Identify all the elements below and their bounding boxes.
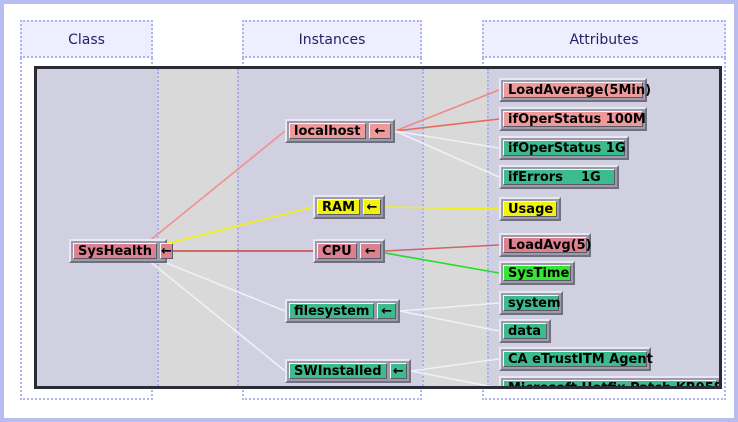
instance-node-localhost[interactable]: localhost← [285, 119, 395, 143]
attribute-label-caetrustitm: CA eTrustITM Agent [503, 351, 653, 367]
attribute-node-iferrors1g[interactable]: ifErrors 1G [499, 165, 619, 189]
class-node-syshealth[interactable]: SysHealth← [69, 239, 173, 263]
attribute-node-loadavg5[interactable]: LoadAvg(5) [499, 233, 592, 257]
attribute-node-caetrustitm[interactable]: CA eTrustITM Agent [499, 347, 653, 371]
expand-left-arrow-icon-syshealth[interactable]: ← [159, 243, 173, 259]
instance-label-filesystem: filesystem [289, 303, 375, 319]
column-header-attributes: Attributes [482, 20, 726, 58]
attribute-node-systime[interactable]: SysTime [499, 261, 575, 285]
attribute-label-loadavg5: LoadAvg(5) [503, 237, 592, 253]
expand-left-arrow-icon-localhost[interactable]: ← [369, 123, 391, 139]
expand-left-arrow-icon-swinstalled[interactable]: ← [389, 363, 407, 379]
column-header-instances: Instances [242, 20, 422, 58]
guide-line-2 [422, 69, 426, 386]
attribute-label-data: data [503, 323, 547, 339]
guide-line-3 [487, 69, 491, 386]
attribute-label-loadaverage5min: LoadAverage(5Min) [503, 82, 651, 98]
instance-label-swinstalled: SWInstalled [289, 363, 387, 379]
attribute-node-mshotfix[interactable]: Microsoft Hotfix Patch KB958644 [499, 376, 719, 386]
attribute-label-system: system [503, 295, 561, 311]
canvas-band-0 [157, 69, 237, 386]
guide-line-1 [237, 69, 241, 386]
instance-label-cpu: CPU [317, 243, 357, 259]
instance-label-localhost: localhost [289, 123, 366, 139]
attribute-label-ifoperstatus100m: ifOperStatus 100M [503, 111, 646, 127]
expand-left-arrow-icon-filesystem[interactable]: ← [377, 303, 396, 319]
expand-left-arrow-icon-cpu[interactable]: ← [359, 243, 381, 259]
attribute-label-mshotfix: Microsoft Hotfix Patch KB958644 [503, 380, 719, 386]
instance-node-cpu[interactable]: CPU← [313, 239, 385, 263]
instance-node-ram[interactable]: RAM← [313, 195, 385, 219]
expand-left-arrow-icon-ram[interactable]: ← [363, 199, 381, 215]
attribute-node-ifoperstatus1g[interactable]: ifOperStatus 1G [499, 136, 629, 160]
class-label-syshealth: SysHealth [73, 243, 157, 259]
instance-node-swinstalled[interactable]: SWInstalled← [285, 359, 411, 383]
attribute-node-usage[interactable]: Usage [499, 197, 561, 221]
attribute-node-system[interactable]: system [499, 291, 563, 315]
attribute-node-ifoperstatus100m[interactable]: ifOperStatus 100M [499, 107, 647, 131]
column-header-class: Class [20, 20, 153, 58]
attribute-label-ifoperstatus1g: ifOperStatus 1G [503, 140, 626, 156]
instance-label-ram: RAM [317, 199, 361, 215]
canvas-band-1 [422, 69, 487, 386]
attribute-node-data[interactable]: data [499, 319, 551, 343]
attribute-label-iferrors1g: ifErrors 1G [503, 169, 615, 185]
attribute-label-usage: Usage [503, 201, 557, 217]
graph-canvas[interactable]: SysHealth←localhost←RAM←CPU←filesystem←S… [34, 66, 722, 389]
attribute-node-loadaverage5min[interactable]: LoadAverage(5Min) [499, 78, 651, 102]
attribute-label-systime: SysTime [503, 265, 571, 281]
instance-node-filesystem[interactable]: filesystem← [285, 299, 400, 323]
guide-line-0 [157, 69, 161, 386]
